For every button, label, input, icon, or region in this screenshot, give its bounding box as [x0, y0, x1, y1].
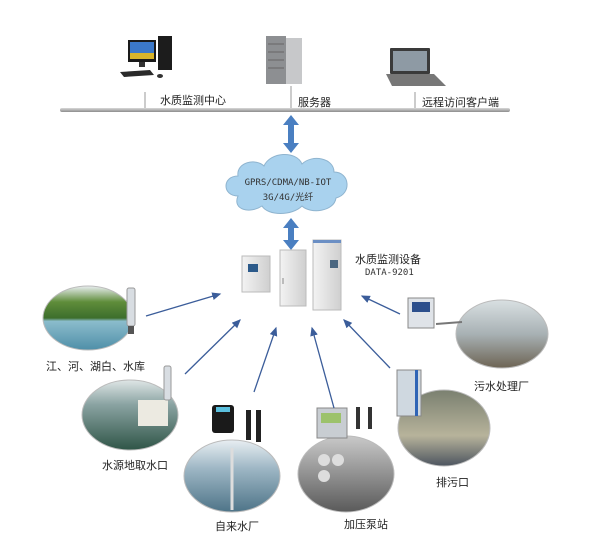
label-remote-client: 远程访问客户端: [422, 96, 499, 109]
label-waterworks: 自来水厂: [215, 520, 259, 533]
cloud-line1: GPRS/CDMA/NB-IOT: [245, 178, 332, 188]
device-name: 水质监测设备: [355, 253, 421, 266]
arrow-lake: [145, 292, 222, 317]
monitoring-cabinets-icon: [241, 239, 342, 311]
network-bus: [60, 86, 510, 112]
device-model: DATA-9201: [365, 268, 414, 278]
desktop-computer-icon: [120, 36, 172, 78]
cloud-line2: 3G/4G/光纤: [263, 191, 314, 203]
label-lake: 江、河、湖白、水库: [46, 360, 145, 373]
label-water-intake: 水源地取水口: [102, 459, 168, 472]
sewage-outlet-image: [396, 369, 491, 467]
label-sewage-plant: 污水处理厂: [474, 380, 529, 393]
data-arrows: [145, 292, 401, 409]
label-monitoring-center: 水质监测中心: [160, 94, 226, 107]
water-intake-image: [81, 365, 179, 451]
arrow-waterworks: [253, 326, 278, 393]
waterworks-image: [183, 405, 281, 513]
arrow-intake: [184, 319, 241, 375]
laptop-icon: [386, 48, 446, 86]
sewage-plant-image: [407, 297, 549, 369]
label-pump-station: 加压泵站: [344, 518, 388, 531]
arrow-pump: [310, 326, 335, 409]
server-tower-icon: [266, 36, 302, 84]
label-sewage-outlet: 排污口: [436, 476, 469, 489]
double-arrow-cloud-device: [283, 218, 299, 250]
double-arrow-bus-cloud: [283, 115, 299, 153]
lake-image: [42, 285, 136, 351]
arrow-sewage: [360, 295, 401, 315]
cloud-network: GPRS/CDMA/NB-IOT 3G/4G/光纤: [225, 154, 348, 214]
label-server: 服务器: [298, 96, 331, 109]
pump-station-image: [297, 407, 395, 513]
arrow-outlet: [343, 319, 391, 369]
